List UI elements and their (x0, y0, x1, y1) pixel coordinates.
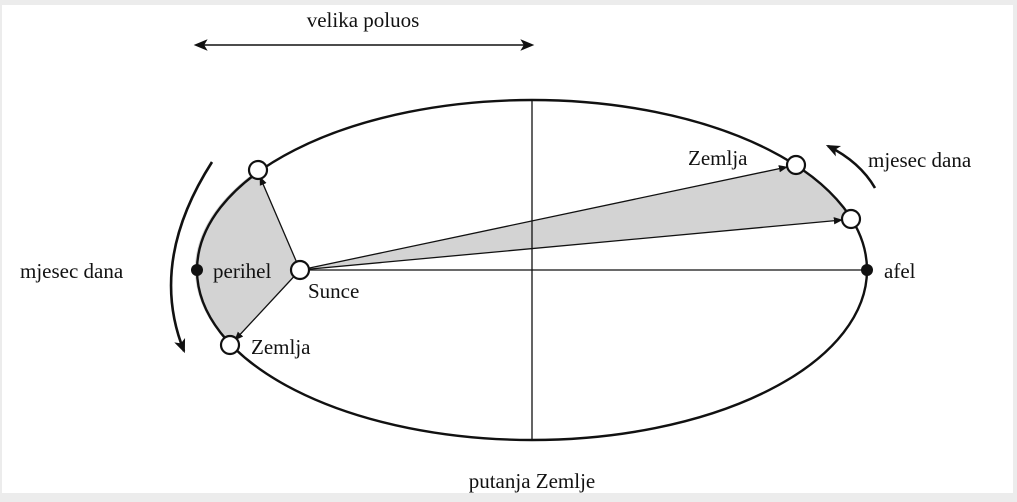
perihelion-point (191, 264, 203, 276)
perihelion-label: perihel (213, 259, 271, 283)
aphelion-label: afel (884, 259, 916, 283)
earth-position-aphelion-bottom (840, 208, 862, 230)
month-arc-arrow-right (825, 144, 877, 189)
earth-label-bottom: Zemlja (251, 335, 311, 359)
radius-vector-aphelion-top (299, 165, 788, 271)
aphelion-point (861, 264, 873, 276)
month-arc-arrow-left (169, 161, 214, 354)
sun-label: Sunce (308, 279, 359, 303)
radius-vector-perihelion-top (259, 176, 301, 271)
month-label-left: mjesec dana (20, 259, 124, 283)
sun-marker (289, 259, 311, 281)
radius-vector-aphelion-bottom (299, 217, 843, 271)
semi-major-axis-label: velika poluos (307, 8, 420, 32)
month-label-right: mjesec dana (868, 148, 972, 172)
perihelion-swept-area (194, 170, 300, 345)
earth-position-aphelion-top (785, 154, 807, 176)
orbit-label: putanja Zemlje (469, 469, 596, 493)
radius-vector-perihelion-bottom (234, 269, 301, 341)
earth-position-perihelion-bottom (219, 334, 241, 356)
earth-label-top: Zemlja (688, 146, 748, 170)
aphelion-swept-area (300, 165, 851, 270)
earth-position-perihelion-top (247, 159, 269, 181)
